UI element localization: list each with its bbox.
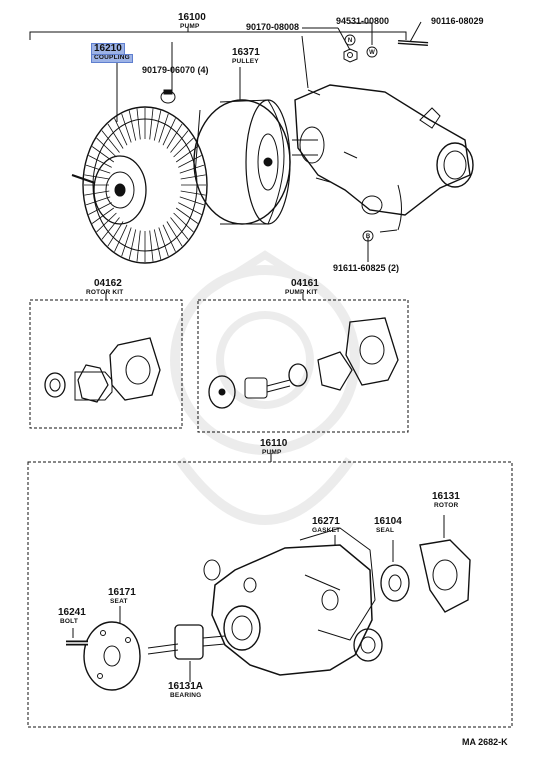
diagram-code: MA 2682-K (462, 737, 508, 747)
coupling-fin (85, 196, 111, 206)
coupling-fin (121, 227, 132, 257)
coupling-fin (162, 224, 176, 252)
part-16371-number[interactable]: 16371 (232, 47, 260, 58)
coupling-fin (153, 110, 162, 141)
coupling-fin (170, 217, 189, 240)
coupling-fin (175, 146, 199, 163)
coupling-fin (173, 137, 194, 158)
coupling-fin (175, 207, 199, 224)
part-16100-name: PUMP (180, 23, 200, 30)
coupling-fin (178, 202, 202, 215)
coupling-fin (153, 229, 162, 260)
pulley-drawing (193, 99, 291, 225)
part-16171-name: SEAT (110, 598, 128, 605)
coupling-fin (96, 137, 117, 158)
coupling-fin (178, 155, 202, 168)
coupling-fin (158, 227, 169, 257)
pump-top-drawing (292, 84, 474, 231)
part-94531-number[interactable]: 94531-00800 (336, 16, 390, 26)
part-16131A-number[interactable]: 16131A (168, 681, 204, 692)
marker-bolt: B (366, 234, 371, 240)
coupling-fin (166, 123, 183, 149)
part-04162-number[interactable]: 04162 (94, 278, 122, 289)
part-90170-number[interactable]: 90170-08008 (246, 22, 300, 32)
coupling-fin (162, 118, 176, 146)
coupling-fin (136, 108, 141, 140)
part-16100-number[interactable]: 16100 (178, 12, 206, 23)
part-16110-name: PUMP (262, 449, 282, 456)
coupling-fin (88, 202, 112, 215)
coupling-fin (96, 212, 117, 233)
part-16210-number[interactable]: 16210 (91, 43, 125, 55)
bearing-drawing (147, 624, 226, 660)
part-16104-name: SEAL (376, 527, 395, 534)
coupling-fin (136, 230, 141, 262)
part-16371-name: PULLEY (232, 58, 259, 65)
coupling-fin (180, 190, 206, 196)
coupling-fin (107, 123, 124, 149)
coupling-fin (149, 230, 154, 262)
pump-kit-drawing (208, 317, 399, 409)
coupling-fin (179, 196, 205, 206)
coupling-fin (91, 207, 115, 224)
hardware-top-right (343, 40, 429, 262)
coupling-fin (84, 174, 110, 180)
coupling-fin (101, 217, 120, 240)
bolt-90179-drawing (160, 89, 176, 104)
part-16241-number[interactable]: 16241 (58, 607, 86, 618)
coupling-fin (180, 174, 206, 180)
part-16241-name: BOLT (60, 618, 79, 625)
part-91611-number[interactable]: 91611-60825 (2) (333, 263, 400, 273)
coupling-fin (149, 108, 154, 140)
coupling-fin (91, 146, 115, 163)
coupling-fin (121, 113, 132, 143)
coupling-fin (88, 155, 112, 168)
part-16271-number[interactable]: 16271 (312, 516, 340, 527)
coupling-drawing (71, 106, 208, 264)
coupling-fin (179, 164, 205, 174)
marker-washer: W (369, 50, 375, 56)
part-04162-name: ROTOR KIT (86, 289, 124, 296)
coupling-fin (166, 221, 183, 247)
coupling-fin (101, 130, 120, 153)
part-04161-name: PUMP KIT (285, 289, 318, 296)
coupling-fin (114, 224, 128, 252)
seat-drawing (83, 621, 141, 691)
watermark-crest (170, 250, 360, 525)
part-16271-name: GASKET (312, 527, 341, 534)
pump-bottom-drawing (203, 527, 471, 676)
part-16104-number[interactable]: 16104 (374, 516, 402, 527)
coupling-fin (114, 118, 128, 146)
marker-nut: N (348, 38, 352, 44)
coupling-fin (128, 229, 137, 260)
coupling-fin (107, 221, 124, 247)
rotor-kit-drawing (44, 337, 161, 403)
part-16131A-name: BEARING (170, 692, 202, 699)
part-16131-number[interactable]: 16131 (432, 491, 460, 502)
coupling-fin (173, 212, 194, 233)
part-90116-number[interactable]: 90116-08029 (431, 16, 484, 26)
coupling-fin (84, 190, 110, 196)
part-16171-number[interactable]: 16171 (108, 587, 136, 598)
coupling-fin (128, 110, 137, 141)
part-16131-name: ROTOR (434, 502, 459, 509)
part-16210-name: COUPLING (91, 54, 133, 63)
coupling-fin (158, 113, 169, 143)
coupling-fin (170, 130, 189, 153)
part-04161-number[interactable]: 04161 (291, 278, 319, 289)
coupling-fin (85, 164, 111, 174)
part-16110-number[interactable]: 16110 (260, 438, 288, 449)
part-90179-number[interactable]: 90179-06070 (4) (142, 65, 209, 75)
